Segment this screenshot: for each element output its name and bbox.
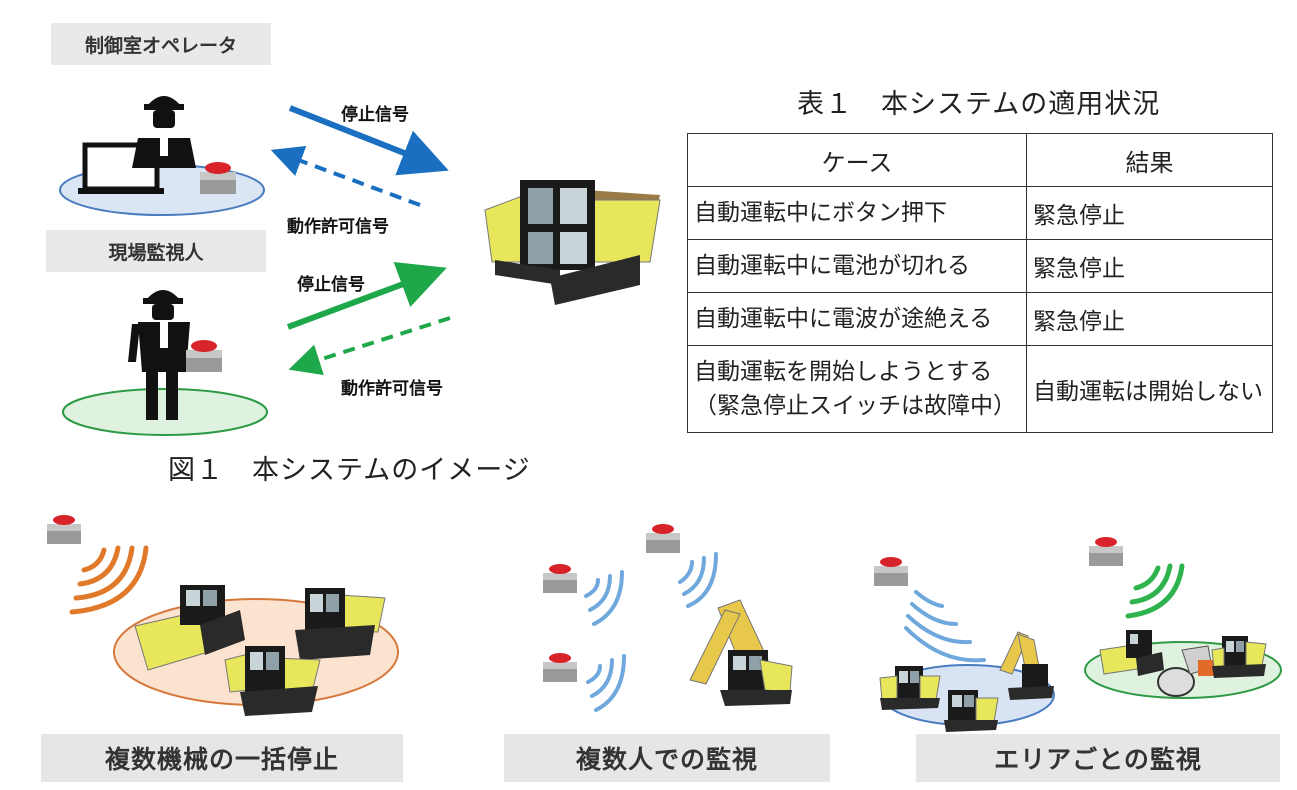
green-permit-signal-label: 動作許可信号 xyxy=(341,379,443,399)
panel-label-area-monitoring: エリアごとの監視 xyxy=(916,734,1280,782)
supervisor-label: 現場監視人 xyxy=(46,230,266,272)
roller-icon xyxy=(1157,645,1216,697)
panel-label-multi-person: 複数人での監視 xyxy=(504,734,830,782)
table-header-row: ケース 結果 xyxy=(687,133,1273,187)
dump-truck-icon xyxy=(224,646,321,716)
radio-wave-icon xyxy=(69,545,149,615)
supervisor-area-ellipse xyxy=(62,388,268,436)
emergency-stop-button-icon xyxy=(1089,537,1123,566)
emergency-stop-button-icon xyxy=(646,524,680,553)
case-text: 自動運転中に電池が切れる xyxy=(694,253,970,279)
dump-truck-icon xyxy=(295,588,386,660)
result-cell: 緊急停止 xyxy=(1026,239,1273,293)
dump-truck-icon xyxy=(879,666,941,710)
emergency-stop-button-icon xyxy=(200,162,236,194)
green-permit-arrow xyxy=(288,316,451,376)
figure-caption: 図１ 本システムのイメージ xyxy=(168,455,531,486)
operator-label: 制御室オペレータ xyxy=(51,23,271,65)
case-cell: 自動運転中に電池が切れる xyxy=(687,239,1027,293)
case-text: 自動運転を開始しようとする xyxy=(694,359,993,385)
table-row: 自動運転中に電波が途絶える 緊急停止 xyxy=(687,292,1273,346)
blue-stop-signal-label: 停止信号 xyxy=(341,105,409,125)
dump-truck-icon xyxy=(944,690,999,732)
radio-wave-icon xyxy=(584,552,718,712)
green-stop-arrow xyxy=(286,262,447,330)
blue-permit-arrow xyxy=(270,145,421,207)
hardhat-worker-icon xyxy=(128,290,190,420)
result-cell: 緊急停止 xyxy=(1026,186,1273,240)
blue-permit-signal-label: 動作許可信号 xyxy=(287,217,389,237)
case-text: 自動運転中にボタン押下 xyxy=(694,200,947,226)
table-row: 自動運転中にボタン押下 緊急停止 xyxy=(687,186,1273,240)
emergency-stop-button-icon xyxy=(47,515,81,544)
case-text: 自動運転中に電波が途絶える xyxy=(694,306,993,332)
hardhat-worker-icon xyxy=(132,96,196,168)
blue-stop-arrow xyxy=(288,105,449,176)
bulldozer-icon xyxy=(134,585,245,671)
emergency-stop-button-icon xyxy=(543,653,577,682)
table-row: 自動運転中に電池が切れる 緊急停止 xyxy=(687,239,1273,293)
excavator-icon xyxy=(689,599,793,706)
excavator-icon xyxy=(999,631,1054,700)
emergency-stop-button-icon xyxy=(874,557,908,586)
result-cell: 緊急停止 xyxy=(1026,292,1273,346)
case-text-note: （緊急停止スイッチは故障中） xyxy=(694,393,1016,419)
case-cell: 自動運転中に電波が途絶える xyxy=(687,292,1027,346)
header-case: ケース xyxy=(687,133,1027,187)
result-cell: 自動運転は開始しない xyxy=(1026,345,1273,433)
table-caption: 表１ 本システムの適用状況 xyxy=(797,89,1161,120)
radio-wave-icon xyxy=(1125,563,1185,619)
dump-truck-icon xyxy=(1211,636,1267,678)
case-cell: 自動運転を開始しようとする （緊急停止スイッチは故障中） xyxy=(687,345,1027,433)
table-row: 自動運転を開始しようとする （緊急停止スイッチは故障中） 自動運転は開始しない xyxy=(687,345,1273,433)
application-table: ケース 結果 自動運転中にボタン押下 緊急停止 自動運転中に電池が切れる 緊急停… xyxy=(687,133,1273,433)
case-cell: 自動運転中にボタン押下 xyxy=(687,186,1027,240)
radio-wave-icon xyxy=(904,590,986,663)
dump-truck-icon xyxy=(484,180,661,305)
bulldozer-icon xyxy=(1099,630,1164,676)
emergency-stop-button-icon xyxy=(543,564,577,593)
header-result: 結果 xyxy=(1026,133,1273,187)
panel-label-batch-stop: 複数機械の一括停止 xyxy=(41,734,403,782)
green-stop-signal-label: 停止信号 xyxy=(297,275,365,295)
emergency-stop-button-icon xyxy=(186,340,222,372)
